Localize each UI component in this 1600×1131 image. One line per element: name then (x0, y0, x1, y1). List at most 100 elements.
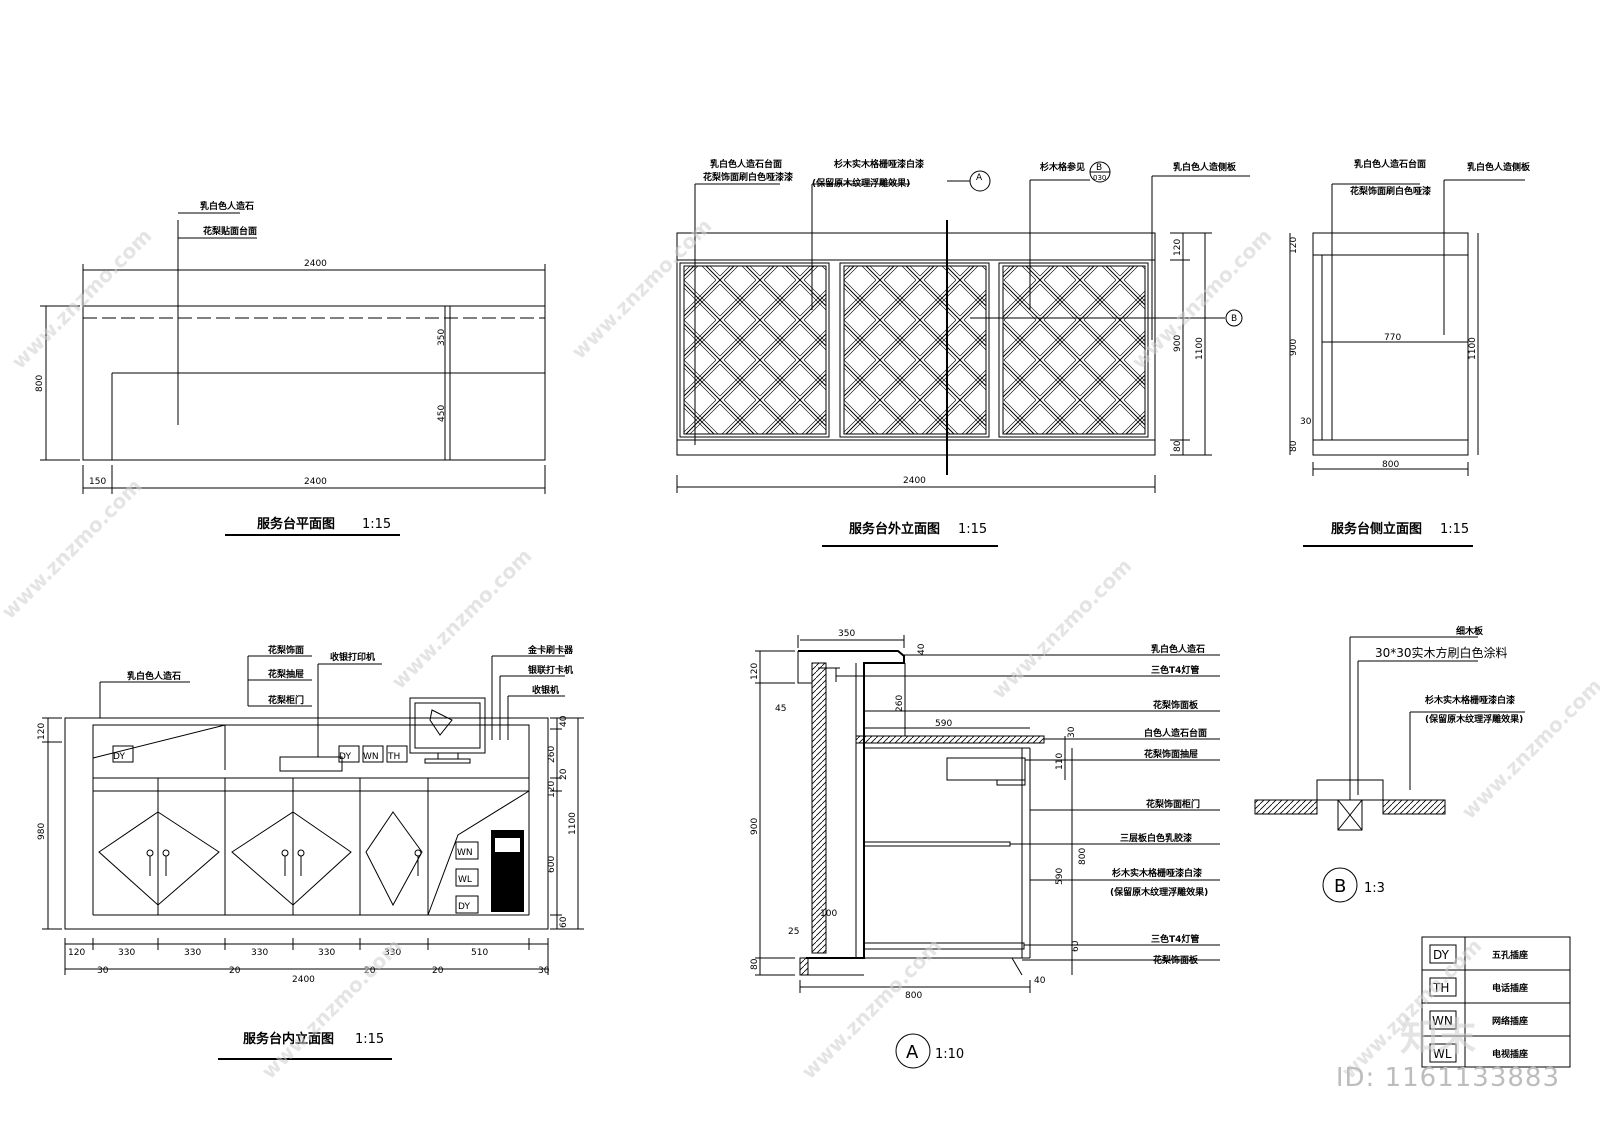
inner-dim-b0: 120 (68, 948, 85, 958)
inner-label-7: 银联打卡机 (528, 664, 573, 676)
inner-dim-l0: 120 (37, 723, 47, 740)
sec-dim-45: 45 (775, 704, 786, 714)
outer-dim-width: 2400 (903, 476, 926, 486)
socket-wl-1: WL (458, 875, 472, 885)
sec-dim-800w: 800 (905, 991, 922, 1001)
outer-label-5: 杉木格参见 (1040, 161, 1085, 173)
sec-label-1: 乳白色人造石 (1151, 643, 1205, 655)
inner-label-1: 乳白色人造石 (127, 670, 181, 682)
plan-dim-lower: 450 (437, 405, 447, 422)
inner-dim-r1: 260 (547, 746, 557, 763)
sec-dim-80: 80 (750, 958, 760, 970)
sec-label-8: 杉木实木格栅哑漆白漆 (1112, 867, 1202, 879)
watermark-1: www.znzmo.com (7, 224, 157, 374)
watermark-4: www.znzmo.com (0, 474, 146, 624)
legend-symbol-3: WL (1433, 1047, 1452, 1061)
legend-text-2: 网络插座 (1492, 1015, 1528, 1027)
plan-label-2: 花梨贴面台面 (203, 225, 257, 237)
legend-table: DY TH WN WL 五孔插座 电话插座 网络插座 电视插座 (1421, 936, 1571, 1068)
sec-label-2: 三色T4灯管 (1151, 664, 1199, 676)
socket-dy-1: DY (113, 752, 125, 762)
sec-dim-lip: 40 (917, 643, 927, 655)
inner-dim-s4: 30 (538, 966, 550, 976)
inner-dim-r4: 600 (547, 856, 557, 873)
outer-label-1: 乳白色人造石台面 (710, 158, 782, 170)
inner-dim-b6: 510 (471, 948, 488, 958)
sec-dim-40: 40 (1034, 976, 1046, 986)
watermark-5: www.znzmo.com (387, 544, 537, 694)
section-a: 350 40 120 45 260 590 30 110 900 800 590… (750, 629, 1220, 1069)
detailb-label-2: 30*30实木方刷白色涂料 (1375, 645, 1508, 660)
sec-dim-110: 110 (1055, 753, 1065, 770)
plan-view: 2400 2400 150 800 350 450 乳白色人造石 花梨贴面台面 … (35, 200, 546, 536)
socket-wn-1: WN (363, 752, 379, 762)
sec-label-10: 三色T4灯管 (1151, 933, 1199, 945)
inner-dim-s0: 30 (97, 966, 109, 976)
inner-label-8: 收银机 (532, 684, 559, 696)
plan-dim-left: 800 (35, 375, 45, 392)
outer-title: 服务台外立面图 (849, 521, 940, 537)
inner-dim-r5: 1100 (568, 812, 578, 835)
sec-dim-120: 120 (750, 663, 760, 680)
outer-dim-total: 1100 (1195, 337, 1205, 360)
legend-symbol-0: DY (1433, 948, 1450, 962)
inner-dim-r2: 20 (559, 768, 569, 780)
outer-scale: 1:15 (958, 522, 987, 537)
sec-label-6: 花梨饰面柜门 (1146, 798, 1200, 810)
side-dim-top: 120 (1289, 237, 1299, 254)
inner-dim-r3: 120 (547, 781, 557, 798)
sec-label-3: 花梨饰面板 (1153, 699, 1199, 711)
inner-dim-b4: 330 (318, 948, 335, 958)
socket-th-1: TH (387, 752, 400, 762)
watermark-logo: 知末 (1400, 1015, 1476, 1059)
plan-scale: 1:15 (362, 517, 391, 532)
callout-b: B (1096, 163, 1102, 173)
outer-label-4: (保留原木纹理浮雕效果) (812, 177, 910, 189)
legend-text-0: 五孔插座 (1492, 949, 1528, 961)
socket-dy-2: DY (339, 752, 351, 762)
plan-dim-offset: 150 (89, 477, 106, 487)
outer-elevation: A B 030 B 2400 120 900 80 1100 乳白色人造石台面 … (676, 158, 1250, 547)
detailb-marker: B (1334, 876, 1346, 897)
inner-scale: 1:15 (355, 1032, 384, 1047)
sec-dim-60: 60 (1071, 940, 1081, 952)
side-dim-total: 1100 (1468, 337, 1478, 360)
side-dim-inner: 770 (1384, 333, 1401, 343)
inner-label-3: 花梨抽屉 (268, 668, 304, 680)
detail-b: 细木板 30*30实木方刷白色涂料 杉木实木格栅哑漆白漆 (保留原木纹理浮雕效果… (1254, 625, 1525, 903)
legend-symbol-1: TH (1432, 981, 1449, 995)
side-elevation: 120 900 80 1100 770 30 800 乳白色人造石台面 花梨饰面… (1289, 158, 1531, 547)
side-scale: 1:15 (1440, 522, 1469, 537)
sec-marker: A (906, 1042, 919, 1063)
inner-dim-b1: 330 (118, 948, 135, 958)
side-dim-mid: 900 (1289, 339, 1299, 356)
plan-label-1: 乳白色人造石 (200, 200, 254, 212)
sec-scale: 1:10 (935, 1047, 964, 1062)
legend-text-1: 电话插座 (1492, 982, 1528, 994)
inner-dim-r6: 60 (559, 916, 569, 928)
watermark-6: www.znzmo.com (987, 554, 1137, 704)
inner-dim-b3: 330 (251, 948, 268, 958)
inner-dim-l1: 980 (37, 823, 47, 840)
socket-dy-3: DY (458, 902, 470, 912)
watermark-8: www.znzmo.com (797, 934, 947, 1084)
sec-label-4: 白色人造石台面 (1144, 727, 1207, 739)
plan-title: 服务台平面图 (257, 516, 335, 532)
inner-label-2: 花梨饰面 (268, 644, 304, 656)
detailb-label-3: 杉木实木格栅哑漆白漆 (1425, 694, 1515, 706)
plan-dim-upper: 350 (437, 329, 447, 346)
outer-dim-mid: 900 (1173, 335, 1183, 352)
inner-title: 服务台内立面图 (243, 1031, 334, 1047)
sec-dim-25: 25 (788, 927, 799, 937)
sec-label-5: 花梨饰面抽屉 (1144, 748, 1198, 760)
callout-a: A (976, 173, 983, 183)
side-label-3: 乳白色人造侧板 (1467, 161, 1531, 173)
sec-label-11: 花梨饰面板 (1153, 954, 1199, 966)
sec-dim-590h: 590 (1055, 868, 1065, 885)
plan-dim-bottom: 2400 (304, 477, 327, 487)
detailb-label-4: (保留原木纹理浮雕效果) (1425, 713, 1523, 725)
detailb-label-1: 细木板 (1456, 625, 1484, 637)
sec-dim-590w: 590 (935, 719, 952, 729)
sec-dim-30: 30 (1067, 726, 1077, 738)
